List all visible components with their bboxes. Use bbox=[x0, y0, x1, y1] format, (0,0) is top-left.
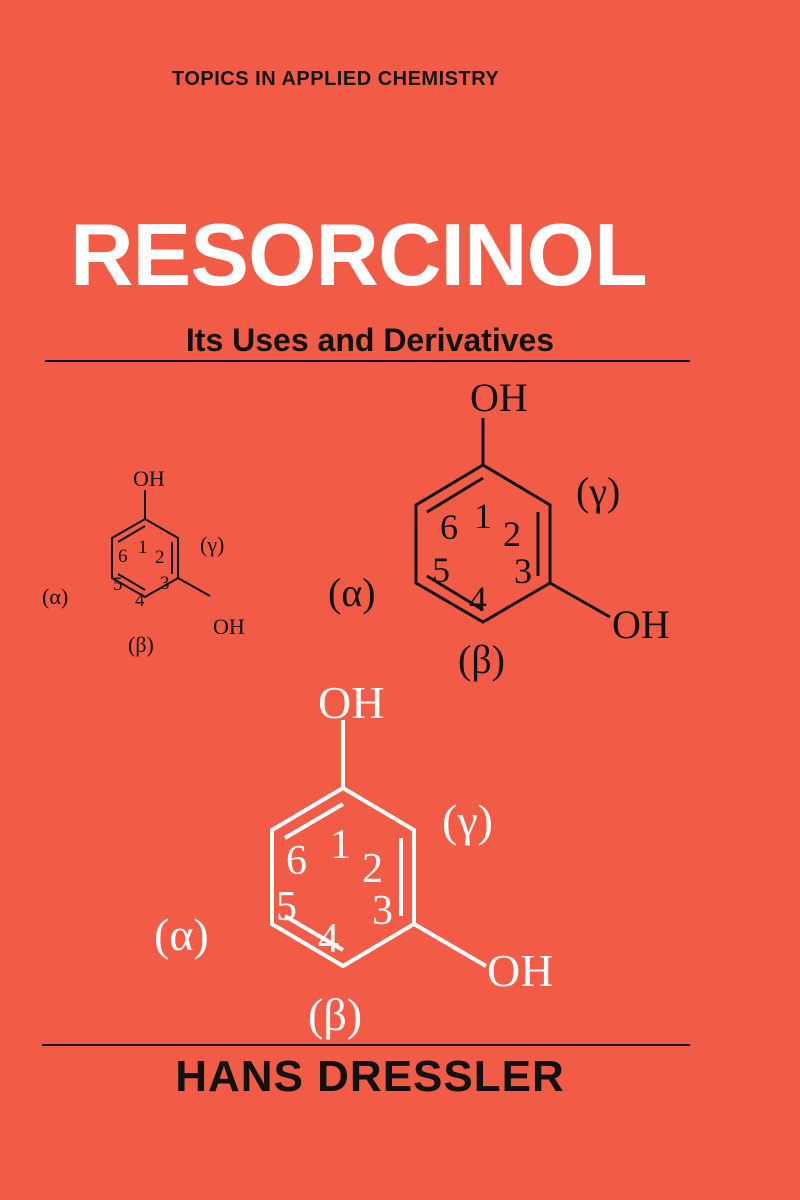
small-beta-label: (β) bbox=[128, 632, 154, 657]
medium-num-2: 2 bbox=[503, 514, 521, 554]
medium-beta-label: (β) bbox=[458, 637, 505, 682]
large-structure-labels: OH OH (γ) (α) (β) bbox=[154, 677, 553, 1040]
author-rule bbox=[42, 1044, 690, 1046]
medium-num-3: 3 bbox=[514, 551, 532, 591]
small-num-5: 5 bbox=[113, 574, 123, 595]
large-num-1: 1 bbox=[330, 822, 351, 868]
small-ring-numbers: 1 2 3 4 5 6 bbox=[113, 537, 170, 611]
small-alpha-label: (α) bbox=[42, 584, 68, 609]
small-num-2: 2 bbox=[155, 547, 165, 568]
small-num-6: 6 bbox=[118, 546, 128, 567]
book-subtitle: Its Uses and Derivatives bbox=[185, 322, 555, 358]
subtitle-rule bbox=[45, 360, 690, 362]
large-oh-side-label: OH bbox=[487, 945, 553, 996]
small-structure bbox=[111, 490, 211, 599]
medium-structure-labels: OH OH (γ) (α) (β) bbox=[328, 375, 670, 682]
series-title: TOPICS IN APPLIED CHEMISTRY bbox=[172, 68, 500, 90]
large-beta-label: (β) bbox=[308, 989, 362, 1040]
book-title: RESORCINOL bbox=[70, 205, 648, 304]
medium-oh-side-label: OH bbox=[612, 602, 670, 647]
large-gamma-label: (γ) bbox=[442, 795, 493, 846]
large-num-3: 3 bbox=[372, 888, 393, 934]
medium-oh-top-label: OH bbox=[470, 375, 528, 420]
small-num-3: 3 bbox=[160, 573, 170, 594]
medium-ring-numbers: 1 2 3 4 5 6 bbox=[432, 496, 532, 619]
medium-num-6: 6 bbox=[440, 507, 458, 547]
large-ring-numbers: 1 2 3 4 5 6 bbox=[276, 822, 393, 962]
author-name: HANS DRESSLER bbox=[175, 1052, 565, 1101]
large-alpha-label: (α) bbox=[154, 909, 209, 960]
large-num-4: 4 bbox=[318, 916, 339, 962]
medium-num-1: 1 bbox=[474, 496, 492, 536]
small-oh-top-label: OH bbox=[133, 466, 165, 491]
medium-num-4: 4 bbox=[469, 579, 487, 619]
large-num-5: 5 bbox=[276, 884, 297, 930]
small-structure-labels: OH OH (γ) (α) (β) bbox=[42, 466, 245, 657]
small-gamma-label: (γ) bbox=[200, 532, 224, 557]
small-num-1: 1 bbox=[138, 537, 148, 558]
large-oh-top-label: OH bbox=[318, 677, 384, 728]
small-num-4: 4 bbox=[135, 590, 145, 611]
large-num-6: 6 bbox=[286, 838, 307, 884]
small-oh-side-label: OH bbox=[213, 614, 245, 639]
medium-gamma-label: (γ) bbox=[576, 469, 620, 514]
medium-alpha-label: (α) bbox=[328, 570, 376, 615]
large-structure bbox=[270, 720, 488, 969]
medium-structure bbox=[414, 418, 611, 624]
large-num-2: 2 bbox=[362, 846, 383, 892]
medium-num-5: 5 bbox=[432, 550, 450, 590]
